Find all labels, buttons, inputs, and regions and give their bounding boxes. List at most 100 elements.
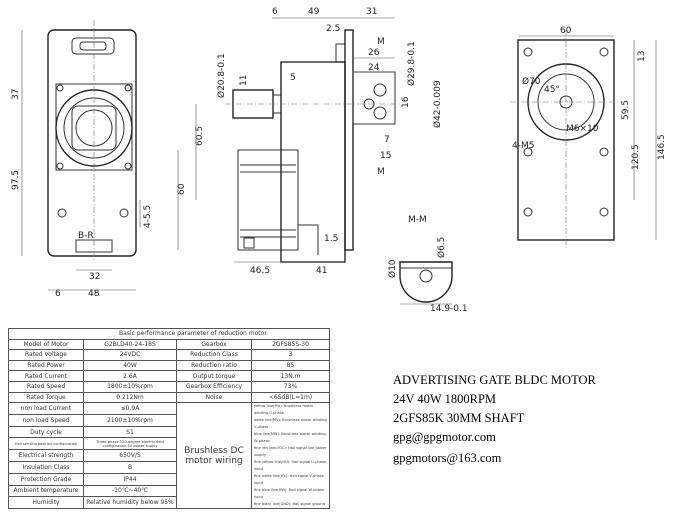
param-value: -10℃~40℃ (83, 484, 177, 498)
param-value: G2BLD40-24-18S (83, 338, 177, 351)
dim-6: 6 (272, 7, 278, 17)
left-view: 37 97.5 4-5.5 B-R 32 6 48 (11, 20, 153, 299)
dim-37: 37 (11, 89, 21, 100)
wiring-label: Brushless DC motor wiring (176, 402, 252, 510)
param-label: Insulation Class (8, 460, 84, 474)
label-b-r: B-R (78, 231, 94, 241)
dim-24: 24 (368, 63, 380, 73)
param-value: S1 (83, 425, 177, 439)
gearbox-label: Reduction Class (176, 349, 252, 361)
dim-97-5: 97.5 (11, 170, 21, 190)
dim-6: 6 (55, 289, 61, 299)
angle-45: 45° (544, 85, 560, 95)
param-value: 24VDC (83, 349, 177, 361)
param-value: 40W (83, 359, 177, 372)
dim-146-5: 146.5 (657, 134, 667, 160)
param-value: B (83, 460, 177, 474)
param-value: Relative humidity below 95% (83, 496, 177, 510)
thread-4-m5: 4-M5 (512, 141, 534, 151)
dim-16: 16 (401, 96, 411, 108)
dim-60: 60 (177, 183, 187, 195)
section-title: M-M (408, 215, 427, 225)
param-label: Duty cycle (8, 425, 84, 439)
gearbox-value: <65dB(L=1m) (251, 391, 330, 404)
param-value: IP44 (83, 472, 177, 486)
param-label: Electrical strength (8, 449, 84, 462)
dim-48: 48 (88, 289, 100, 299)
param-label: Rated Voltage (8, 349, 84, 361)
dim-42: Ø42-0.009 (432, 80, 443, 128)
section-view: M-M Ø6.5 Ø10 14.9-0.1 (387, 215, 468, 314)
param-label: Ambient temperature (8, 484, 84, 498)
dim-15: 15 (380, 151, 391, 161)
dim-4-5-5: 4-5.5 (143, 205, 153, 228)
param-label: Humidity (8, 496, 84, 510)
technical-drawing: 37 97.5 4-5.5 B-R 32 6 48 6 49 31 2. (11, 7, 667, 314)
wiring-line: fine yellow line(HU): Hall signal U-phas… (254, 460, 327, 472)
dim-70: Ø70 (522, 76, 541, 87)
wiring-description: yellow line(MU): Brushless motor winding… (251, 402, 330, 510)
wiring-line: fine black line(GND): Hall signal ground (254, 502, 325, 507)
dim-46-5: 46.5 (250, 266, 270, 276)
dim-7: 7 (384, 135, 390, 145)
dim-29-8: Ø29.8-0.1 (406, 41, 417, 86)
dim-1-5: 1.5 (324, 234, 338, 244)
section-mark-top: M (377, 37, 385, 47)
param-label: non load Speed (8, 413, 84, 427)
gearbox-label: Output torque (176, 370, 252, 382)
gearbox-label: Reduction ratio (176, 359, 252, 372)
dim-11: 11 (239, 75, 249, 86)
gearbox-label: Noise (176, 391, 252, 404)
param-label: Model of Motor (8, 338, 84, 351)
wiring-line: fine red line(VCC): Hall signal line pow… (254, 446, 327, 458)
gearbox-value: 85 (251, 359, 330, 372)
dim-2-5: 2.5 (326, 24, 340, 34)
param-label: Rated Power (8, 359, 84, 372)
param-value: 650V/S (83, 449, 177, 462)
param-label: Protection Grade (8, 472, 84, 486)
dim-14-9: 14.9-0.1 (430, 304, 468, 314)
param-label: Hall sensing position configuration (8, 437, 84, 451)
wiring-line: yellow line(MU): Brushless motor winding… (254, 404, 314, 416)
dim-31: 31 (366, 7, 377, 17)
dim-120-5: 120.5 (631, 144, 641, 170)
param-value: 2100±10%rpm (83, 413, 177, 427)
dim-10: Ø10 (387, 259, 398, 278)
dim-60-5: 60.5 (195, 126, 205, 146)
param-label: Rated Torque (8, 391, 84, 404)
side-view: 6 49 31 2.5 26 M 24 Ø20.8-0.1 11 5 Ø29.8… (177, 7, 443, 276)
param-value: Three-phase 120-degree electric field co… (83, 437, 177, 451)
param-label: Rated Speed (8, 380, 84, 393)
param-value: 1800±10%rpm (83, 380, 177, 393)
table-title: Basic performance parameter of reduction… (8, 328, 330, 340)
param-value: ≤0.9A (83, 402, 177, 415)
email-2[interactable]: gpgmotors@163.com (393, 451, 502, 465)
gearbox-value: 13N.m (251, 370, 330, 382)
gearbox-spec: 2GFS85K 30MM SHAFT (393, 411, 525, 425)
param-value: 2.6A (83, 370, 177, 382)
param-label: non load Current (8, 402, 84, 415)
email-1[interactable]: gpg@gpgmotor.com (393, 430, 496, 444)
section-mark-bottom: M (377, 167, 385, 177)
dim-41: 41 (316, 266, 327, 276)
performance-table: Basic performance parameter of reduction… (8, 328, 330, 510)
dim-60: 60 (560, 26, 572, 36)
dim-26: 26 (368, 48, 380, 58)
product-title: ADVERTISING GATE BLDC MOTOR (393, 373, 596, 387)
product-spec: 24V 40W 1800RPM (393, 392, 497, 406)
wiring-line: blue line(MW): Brushless motor winding W… (254, 432, 326, 444)
dim-shaft-dia: Ø20.8-0.1 (216, 53, 227, 98)
dim-13: 13 (637, 51, 647, 62)
dim-49: 49 (308, 7, 320, 17)
gearbox-label: Gearbox Efficiency (176, 380, 252, 393)
